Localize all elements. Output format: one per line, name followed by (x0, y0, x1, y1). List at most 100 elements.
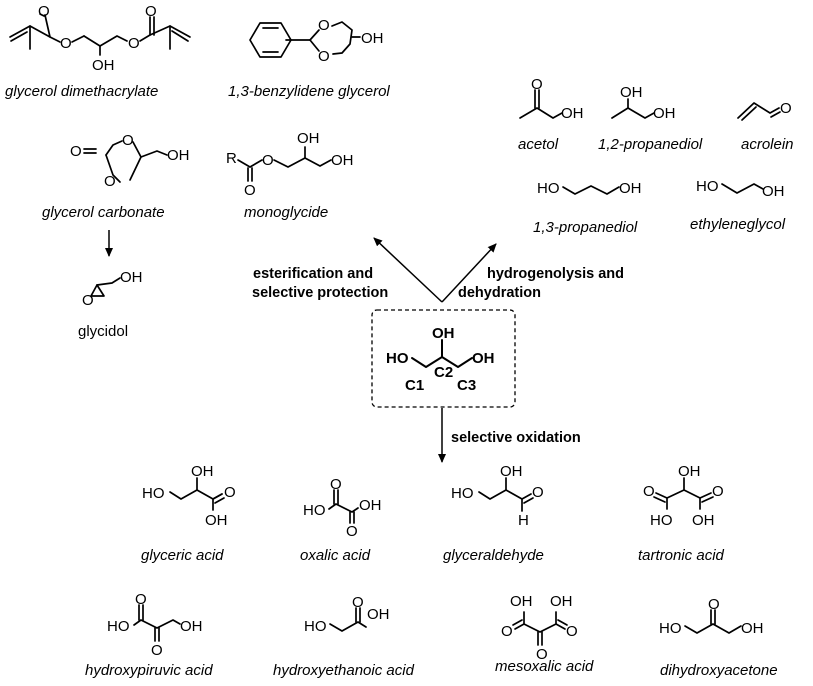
atom: OH (550, 593, 573, 610)
atom: O (104, 173, 116, 190)
structure-mesoxalic-acid: OH OH O O O (501, 593, 578, 663)
compound-name: hydroxypiruvic acid (85, 662, 213, 679)
compound-acrolein: O acrolein (737, 100, 794, 153)
atom: OH (205, 512, 228, 529)
structure-1-2-propanediol: OH OH (611, 84, 676, 122)
compound-1-3-propanediol: HO OH 1,3-propanediol (533, 180, 642, 236)
glycerol-center-box: OH HO OH C2 C1 C3 (371, 309, 516, 408)
compound-oxalic-acid: O HO OH O oxalic acid (300, 476, 382, 564)
atom: OH (120, 269, 143, 286)
compound-hydroxyethanoic-acid: HO O OH hydroxyethanoic acid (273, 594, 415, 679)
route-label-selective-protection: selective protection (252, 285, 388, 301)
compound-mesoxalic-acid: OH OH O O O mesoxalic acid (495, 593, 594, 675)
structure-glyceric-acid: HO OH O OH (142, 463, 236, 529)
atom: OH (510, 593, 533, 610)
structure-hydroxyethanoic-acid: HO O OH (304, 594, 390, 635)
atom: OH (500, 463, 523, 480)
compound-name: oxalic acid (300, 547, 371, 564)
atom: HO (304, 618, 327, 635)
atom: OH (180, 618, 203, 635)
compound-name: glycerol carbonate (42, 204, 165, 221)
structure-glycerol-carbonate: O O O OH (70, 132, 190, 190)
atom: OH (762, 183, 785, 200)
structure-1-3-propanediol: HO OH (537, 180, 642, 197)
atom: OH (331, 152, 354, 169)
atom: O (346, 523, 358, 540)
atom: O (352, 594, 364, 611)
carbon-label-c1: C1 (405, 377, 424, 394)
compound-name: 1,2-propanediol (598, 136, 703, 153)
compound-glyceric-acid: HO OH O OH glyceric acid (141, 463, 236, 564)
atom: R (226, 150, 237, 167)
route-label-dehydration: dehydration (458, 285, 541, 301)
atom: OH (678, 463, 701, 480)
atom: O (532, 484, 544, 501)
atom: O (536, 646, 548, 663)
atom: O (244, 182, 256, 199)
compound-glycerol-dimethacrylate: O O O O OH glycerol dimethacrylate (5, 3, 191, 100)
atom: O (780, 100, 792, 117)
carbon-label-c3: C3 (457, 377, 476, 394)
atom: OH (361, 30, 384, 47)
dashed-frame (371, 309, 516, 408)
compound-name: monoglycide (244, 204, 328, 221)
atom: O (82, 292, 94, 309)
atom: OH (692, 512, 715, 529)
compound-name: dihydroxyacetone (660, 662, 778, 679)
compound-ethyleneglycol: HO OH ethyleneglycol (690, 178, 786, 233)
atom: O (318, 17, 330, 34)
atom: O (60, 35, 72, 52)
atom-ho-left: HO (386, 350, 409, 367)
atom-oh-right: OH (472, 350, 495, 367)
atom: O (712, 483, 724, 500)
compound-name: acetol (518, 136, 559, 153)
atom: OH (297, 130, 320, 147)
compound-name: 1,3-propanediol (533, 219, 638, 236)
compound-name: glyceric acid (141, 547, 224, 564)
structure-glycerol-dimethacrylate: O O O O OH (9, 3, 191, 74)
route-label-esterification: esterification and (253, 266, 373, 282)
compound-acetol: O OH acetol (518, 76, 584, 153)
atom: O (501, 623, 513, 640)
compound-glycerol-carbonate: O O O OH glycerol carbonate (42, 132, 190, 221)
atom: OH (359, 497, 382, 514)
compound-1-2-propanediol: OH OH 1,2-propanediol (598, 84, 703, 153)
atom: O (262, 152, 274, 169)
atom-oh-top: OH (432, 325, 455, 342)
atom: OH (741, 620, 764, 637)
atom: HO (696, 178, 719, 195)
atom: HO (451, 485, 474, 502)
atom: OH (191, 463, 214, 480)
atom: O (708, 596, 720, 613)
compound-name: tartronic acid (638, 547, 725, 564)
structure-benzylidene-glycerol: O O OH (249, 17, 384, 65)
structure-monoglycide: R O O OH OH (226, 130, 354, 199)
atom: O (128, 35, 140, 52)
atom: O (135, 591, 147, 608)
structure-hydroxypiruvic-acid: O HO OH O (107, 591, 203, 659)
atom: O (318, 48, 330, 65)
compound-name: 1,3-benzylidene glycerol (228, 83, 390, 100)
atom: O (643, 483, 655, 500)
carbon-label-c2: C2 (434, 364, 453, 381)
atom: H (518, 512, 529, 529)
atom: HO (659, 620, 682, 637)
atom: OH (367, 606, 390, 623)
structure-oxalic-acid: O HO OH O (303, 476, 382, 540)
compound-tartronic-acid: OH O O HO OH tartronic acid (638, 463, 725, 564)
compound-monoglycide: R O O OH OH monoglycide (226, 130, 354, 221)
atom: HO (107, 618, 130, 635)
atom: OH (653, 105, 676, 122)
compound-glyceraldehyde: HO OH O H glyceraldehyde (443, 463, 544, 564)
atom: O (145, 3, 157, 20)
compound-glycidol: O OH glycidol (78, 269, 143, 340)
atom: O (151, 642, 163, 659)
atom: HO (650, 512, 673, 529)
compound-dihydroxyacetone: O HO OH dihydroxyacetone (659, 596, 778, 679)
structure-dihydroxyacetone: O HO OH (659, 596, 764, 637)
atom: HO (537, 180, 560, 197)
structure-acrolein: O (737, 100, 792, 121)
structure-ethyleneglycol: HO OH (696, 178, 785, 200)
route-label-hydrogenolysis: hydrogenolysis and (487, 266, 624, 282)
compound-benzylidene-glycerol: O O OH 1,3-benzylidene glycerol (228, 17, 390, 100)
